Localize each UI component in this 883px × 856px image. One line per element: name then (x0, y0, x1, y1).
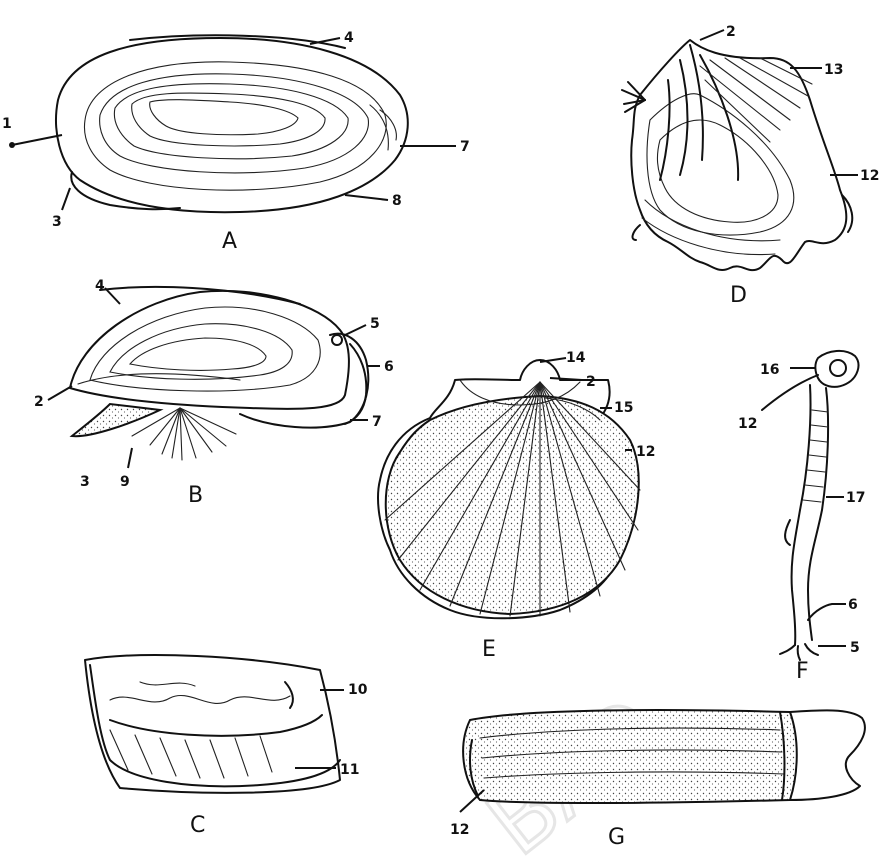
figure-b-label-3: 3 (80, 474, 90, 490)
figure-c-label-11: 11 (340, 762, 359, 778)
figure-b-label-4: 4 (95, 278, 105, 294)
figure-d-letter: D (730, 283, 747, 308)
figure-a-leader-8 (345, 195, 388, 200)
figure-e-letter: E (482, 637, 496, 662)
figure-e-label-14: 14 (566, 350, 586, 366)
figure-d-label-12: 12 (860, 168, 879, 184)
figure-f-letter: F (796, 659, 809, 684)
figure-a-label-1: 1 (2, 116, 12, 132)
figure-b-label-7: 7 (372, 414, 382, 430)
figure-a-letter: A (222, 229, 237, 254)
figure-b-shell (70, 287, 368, 460)
figure-f-label-17: 17 (846, 490, 865, 506)
figure-b-letter: B (188, 483, 203, 508)
figure-a-shell (56, 35, 408, 212)
figure-f-label-16: 16 (760, 362, 779, 378)
figure-e-label-2: 2 (586, 374, 596, 390)
figure-b-label-2: 2 (34, 394, 44, 410)
figure-a-label-8: 8 (392, 193, 402, 209)
figure-g-letter: G (608, 825, 625, 850)
figure-e-label-12: 12 (636, 444, 655, 460)
figure-d-leader-2 (700, 30, 724, 40)
figure-b-leader-2 (48, 386, 72, 400)
figure-c-letter: C (190, 813, 205, 838)
figure-c-shell (85, 655, 340, 793)
figure-f-label-5: 5 (850, 640, 860, 656)
figure-c-label-10: 10 (348, 682, 368, 698)
figure-a-leader-1 (12, 135, 62, 145)
figure-f-shipworm (762, 351, 858, 660)
figure-e-leader-2 (550, 378, 582, 380)
figure-g-razor-clam (463, 710, 865, 803)
figure-e-label-15: 15 (614, 400, 633, 416)
figure-b-label-6: 6 (384, 359, 394, 375)
figure-f-label-6: 6 (848, 597, 858, 613)
figure-a-label-3: 3 (52, 214, 62, 230)
figure-b-label-9: 9 (120, 474, 130, 490)
figure-b-leader-4 (105, 288, 120, 304)
figure-d-shell (622, 40, 852, 270)
figure-f-label-12: 12 (738, 416, 757, 432)
figure-b-label-5: 5 (370, 316, 380, 332)
figure-g-label-12: 12 (450, 822, 469, 838)
figure-e-shell (378, 360, 640, 618)
figure-b-leader-5 (343, 325, 366, 336)
figure-b-leader-9 (128, 448, 132, 468)
figure-a-label-4: 4 (344, 30, 354, 46)
figure-d-label-2: 2 (726, 24, 736, 40)
figure-a-leader-3 (62, 188, 70, 210)
figure-d-label-13: 13 (824, 62, 843, 78)
figure-a-label-7: 7 (460, 139, 470, 155)
